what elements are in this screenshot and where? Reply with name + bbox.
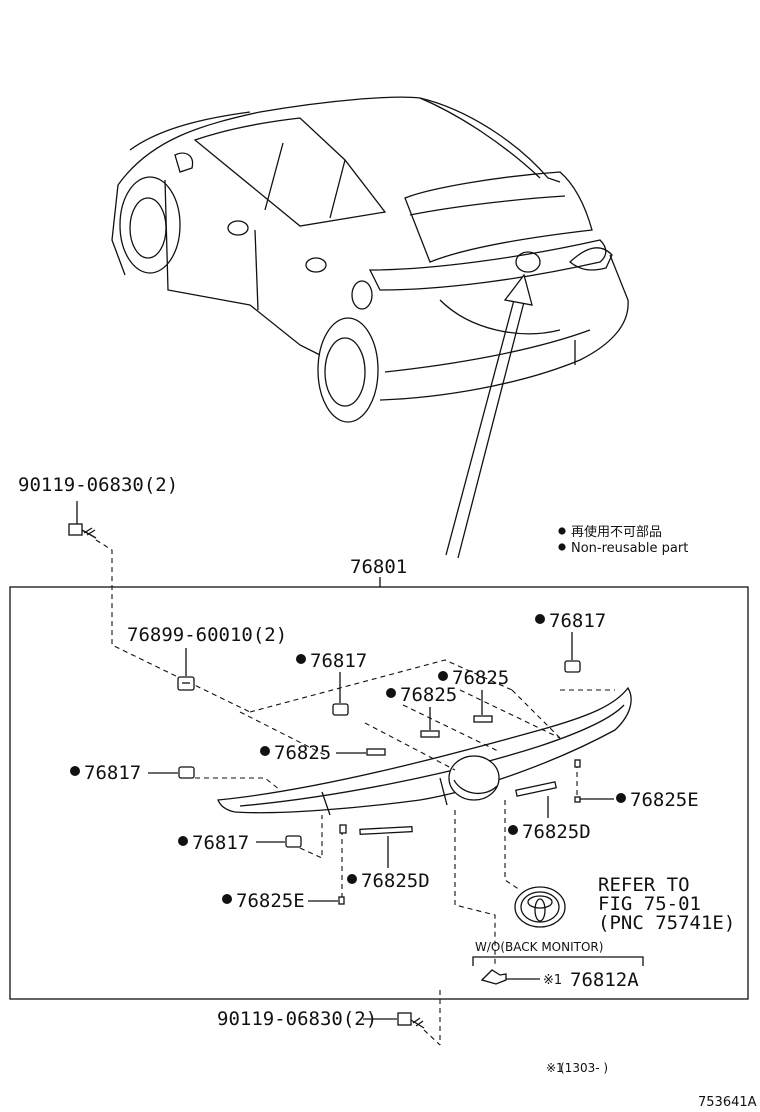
tape-76825-b: [420, 730, 440, 738]
bolt-top-label: 90119-06830(2): [18, 474, 178, 496]
strip-76825D-left: [359, 825, 413, 836]
bolt-bottom-label: 90119-06830(2): [217, 1008, 377, 1030]
toyota-emblem-icon: [514, 886, 566, 928]
legend: 再使用不可部品 Non-reusable part: [558, 524, 688, 556]
tape-76825-c: [366, 748, 386, 756]
callout-76825E-right: 76825E: [630, 789, 699, 811]
clip-icon: [177, 676, 195, 691]
cover-76812A-icon: [480, 969, 507, 985]
callout-76825-c: 76825: [274, 742, 331, 764]
car-illustration: [111, 96, 629, 423]
mounting-guides: [195, 659, 615, 1045]
footnote-text: (1303- ): [560, 1061, 608, 1075]
nut-76817-mid-icon: [332, 703, 349, 716]
assembly-frame: [9, 586, 749, 1000]
assembly-number: 76801: [350, 556, 407, 578]
bolt-bottom-icon: [397, 1012, 425, 1029]
nut-76817-low-icon: [285, 835, 302, 848]
callout-76825D-left: 76825D: [361, 870, 430, 892]
callout-76825-b: 76825: [400, 684, 457, 706]
refer-line-2: FIG 75-01: [598, 893, 701, 915]
callout-76825-a: 76825: [452, 667, 509, 689]
strip-76825D-right: [515, 781, 557, 797]
back-door-garnish: [217, 686, 632, 816]
nut-76817-icon: [564, 660, 581, 673]
footnote-mark: ※1: [546, 1061, 564, 1075]
callout-76817-top-right: 76817: [549, 610, 606, 632]
callout-76817-low: 76817: [192, 832, 249, 854]
callout-76817-left: 76817: [84, 762, 141, 784]
callout-76812A: 76812A: [570, 969, 639, 991]
refer-line-1: REFER TO: [598, 874, 690, 896]
callout-76817-mid: 76817: [310, 650, 367, 672]
pointer-arrow: [445, 273, 533, 559]
pad-76825E-left: [339, 824, 347, 834]
drawing-id: 753641A: [698, 1095, 757, 1110]
callout-76825E-left: 76825E: [236, 890, 305, 912]
clip-label: 76899-60010(2): [127, 624, 287, 646]
bolt-top-icon: [68, 523, 97, 539]
nut-76817-left-icon: [178, 766, 195, 779]
legend-en-text: Non-reusable part: [571, 541, 688, 556]
variant-label: W/O(BACK MONITOR): [475, 940, 603, 954]
refer-line-3: (PNC 75741E): [598, 912, 735, 934]
callout-76812A-mark: ※1: [543, 973, 562, 988]
tape-76825-a: [473, 715, 493, 723]
pad-76825E-right: [574, 759, 581, 768]
callout-76825D-right: 76825D: [522, 821, 591, 843]
legend-jp-text: 再使用不可部品: [571, 524, 662, 540]
